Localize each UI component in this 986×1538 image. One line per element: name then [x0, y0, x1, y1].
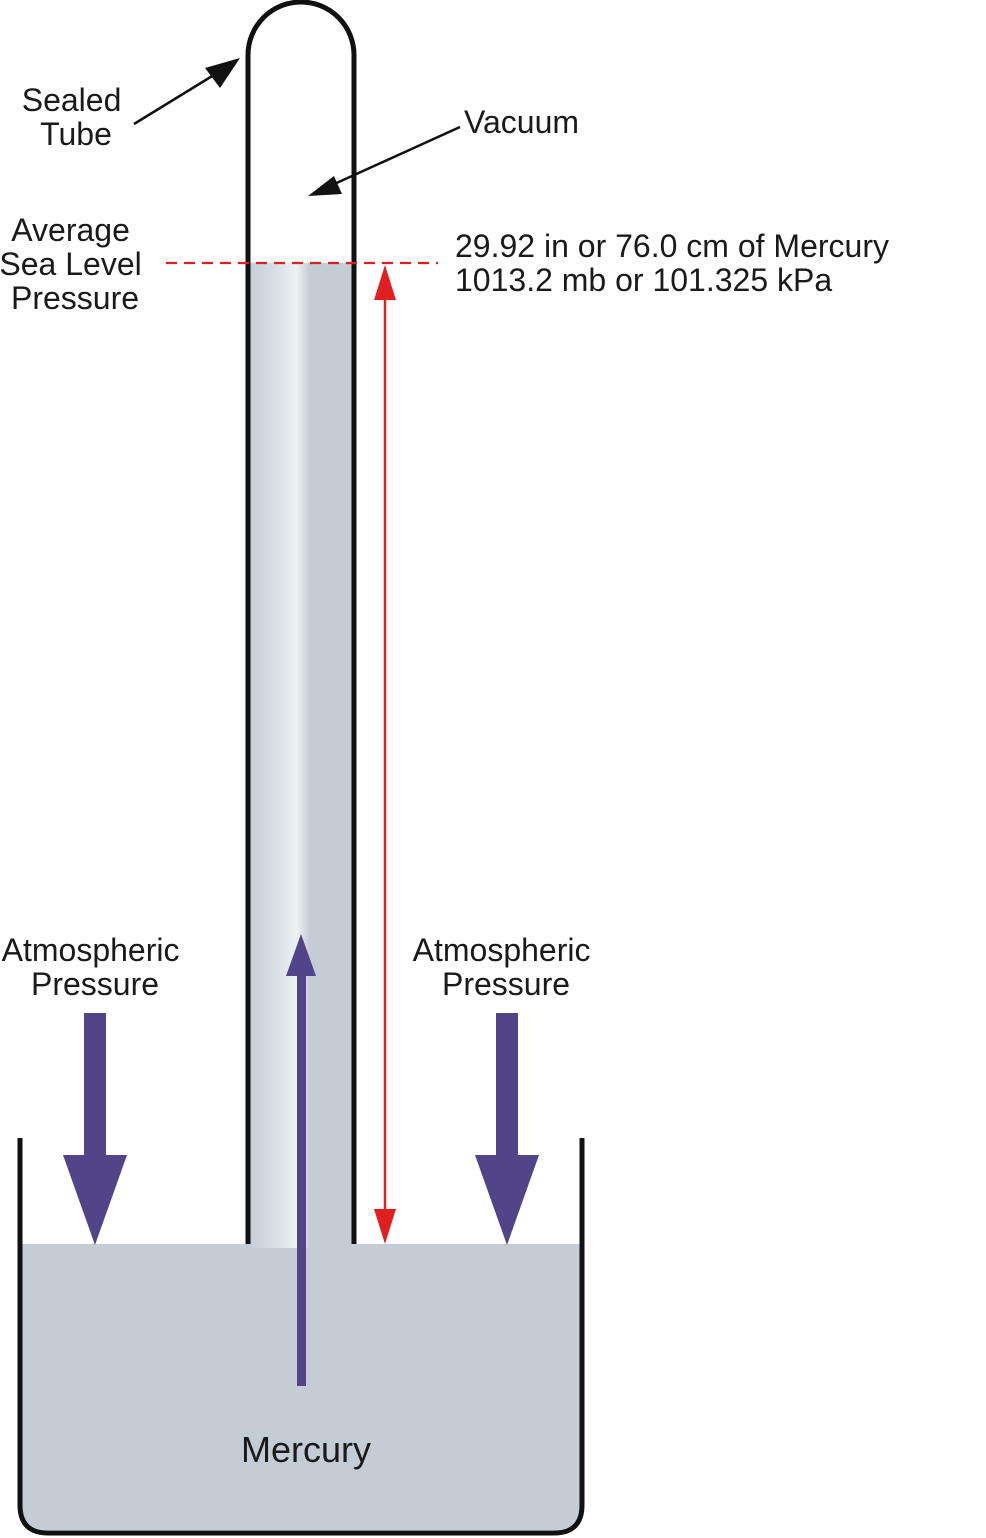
- sealed-tube-pointer-head: [205, 58, 240, 88]
- pressure-arrow-right-head: [475, 1155, 539, 1245]
- measurement-arrow-head-bottom: [374, 1209, 396, 1244]
- sealed-tube-label-line2: Tube: [40, 116, 112, 152]
- pressure-arrow-right-shaft: [496, 1013, 518, 1158]
- atmospheric-left-line1: Atmospheric: [2, 932, 180, 968]
- average-label-line1: Average: [11, 212, 130, 248]
- upward-force-shaft: [297, 968, 306, 1386]
- measurement-arrow-head-top: [374, 265, 396, 300]
- dish-mercury: [22, 1244, 580, 1530]
- atmospheric-right-line1: Atmospheric: [413, 932, 591, 968]
- svg-text:Average Sea Level Pres: Average Sea Level Pressure: [0, 212, 151, 316]
- measurement-label-line2: 1013.2 mb or 101.325 kPa: [455, 262, 832, 298]
- sealed-tube: [245, 0, 357, 1244]
- pressure-arrow-left-head: [63, 1155, 127, 1245]
- sealed-tube-pointer: [133, 68, 223, 126]
- average-label-line3: Pressure: [11, 280, 139, 316]
- vacuum-pointer-head: [308, 176, 342, 196]
- mercury-label: Mercury: [241, 1429, 371, 1470]
- measurement-label-line1: 29.92 in or 76.0 cm of Mercury: [455, 228, 889, 264]
- atmospheric-right-line2: Pressure: [442, 966, 570, 1002]
- svg-text:29.92 in or 76.0 cm of Mercury: 29.92 in or 76.0 cm of Mercury 1013.2 mb…: [455, 228, 898, 298]
- vacuum-label: Vacuum: [464, 104, 579, 140]
- dish: [17, 1138, 585, 1536]
- pressure-arrow-left-shaft: [84, 1013, 106, 1158]
- svg-text:Sealed Tube: Sealed Tube: [22, 82, 131, 152]
- sealed-tube-label-line1: Sealed: [22, 82, 122, 118]
- svg-text:Atmospheric Pressure: Atmospheric Pressure: [2, 932, 189, 1002]
- vacuum-pointer: [329, 125, 461, 188]
- svg-text:Atmospheric Pressure: Atmospheric Pressure: [413, 932, 600, 1002]
- average-label-line2: Sea Level: [0, 246, 142, 282]
- atmospheric-left-line2: Pressure: [31, 966, 159, 1002]
- upward-force-head: [286, 934, 316, 976]
